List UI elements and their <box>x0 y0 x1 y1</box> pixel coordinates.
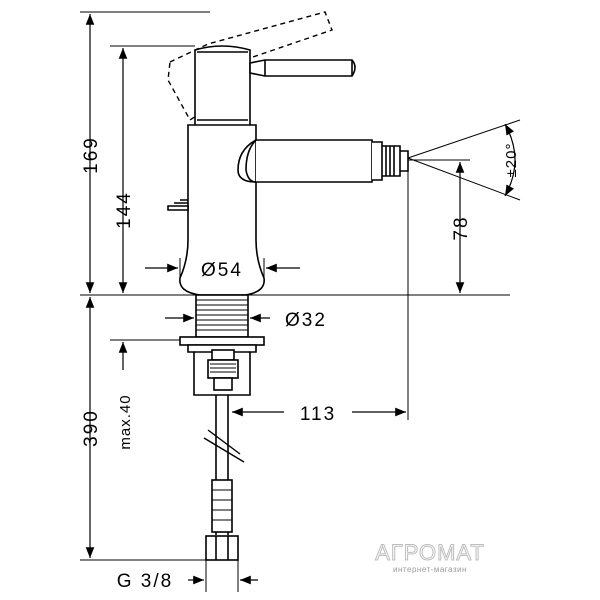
threaded-shank <box>195 294 249 338</box>
spout <box>256 139 373 183</box>
dim-g38-label: G 3/8 <box>117 571 173 592</box>
watermark-tagline: интернет-магазин <box>393 565 467 574</box>
lever-alt-position-dashed <box>167 11 333 122</box>
dim-390-label: 390 <box>81 409 102 447</box>
faucet-outline <box>167 11 409 561</box>
dimension-lines <box>85 13 516 585</box>
dim-max40-label: max.40 <box>117 394 134 449</box>
dim-angle-label: ±20° <box>503 143 520 178</box>
dim-169-label: 169 <box>81 136 102 174</box>
handle-cap <box>194 45 251 129</box>
dim-32-label: Ø32 <box>285 310 327 331</box>
dim-144-label: 144 <box>114 191 135 229</box>
reference-lines <box>80 11 521 592</box>
watermark-brand: АГРОМАТ <box>375 540 485 565</box>
hose-fitting <box>211 479 233 533</box>
g38-nut <box>205 535 239 561</box>
dim-54-label: Ø54 <box>201 260 243 281</box>
mounting-plate <box>179 336 265 346</box>
dim-78-label: 78 <box>451 215 472 240</box>
popup-rod <box>167 199 189 211</box>
dim-113-label: 113 <box>300 404 336 425</box>
